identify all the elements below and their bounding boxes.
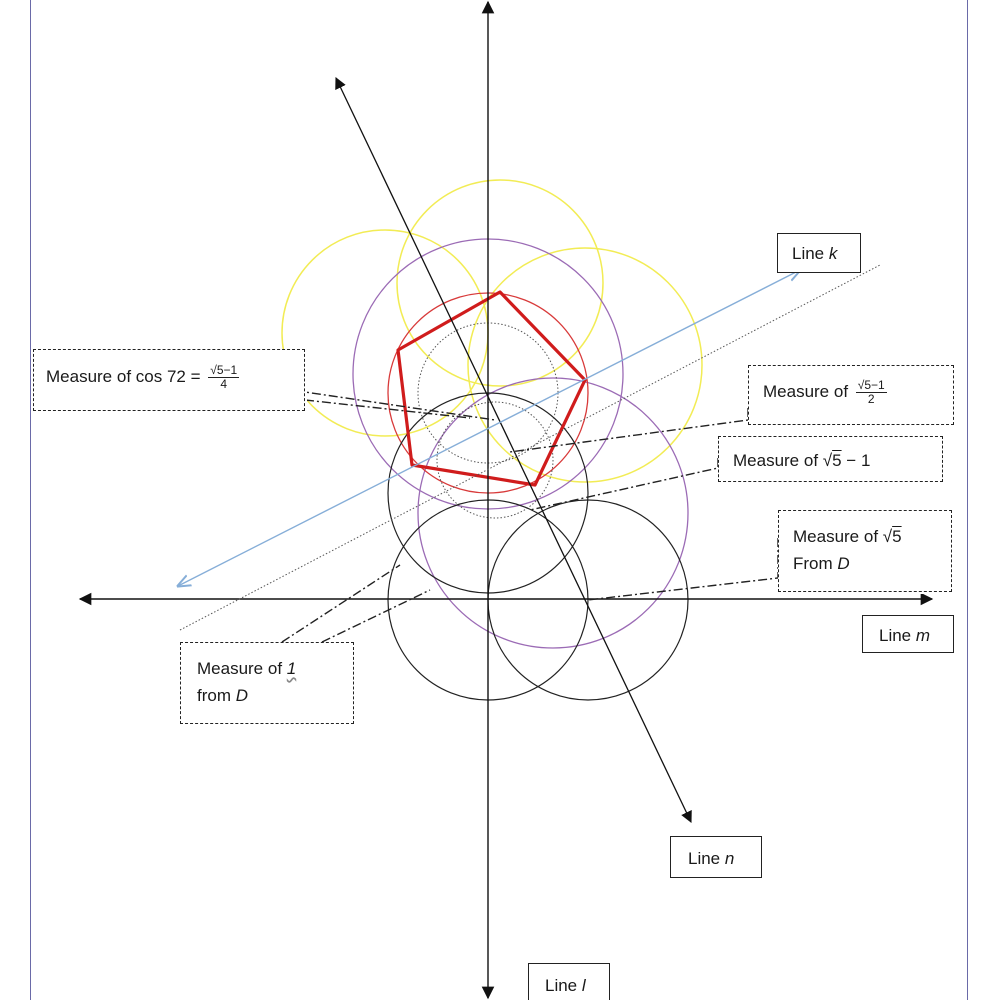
line-n	[335, 76, 692, 824]
sqrt5-minus-1-radical: √	[822, 451, 833, 470]
sqrt5-minus-1-radicand: 5	[832, 451, 842, 470]
one-from-d-line2: from D	[197, 682, 353, 709]
leader-cos72	[304, 382, 496, 421]
leader-one-from-d-b	[321, 589, 431, 643]
cos72-numerator: √5−1	[208, 363, 240, 379]
sqrt5-from-d-from: From	[793, 554, 838, 574]
page-border	[30, 0, 968, 1000]
one-from-d-from: from	[197, 686, 236, 706]
line-l-label-text: Line	[545, 976, 582, 995]
yellow-circle-right	[467, 247, 703, 483]
leader-half-golden	[509, 408, 749, 453]
line-k-label: Line k	[777, 233, 861, 273]
line-n-var: n	[724, 849, 735, 868]
line-k-label-text: Line	[792, 244, 829, 263]
sqrt5-minus-1-tail: − 1	[841, 451, 871, 470]
half-golden-numerator: √5−1	[855, 378, 887, 394]
leader-sqrt5-minus-1	[529, 458, 719, 511]
yellow-circle-top	[396, 179, 604, 387]
sqrt5-from-d-point: D	[837, 554, 850, 574]
one-from-d-point: D	[235, 686, 249, 706]
cos72-text: Measure of cos 72 =	[46, 367, 206, 387]
one-from-d-callout: Measure of 1 from D	[180, 642, 354, 724]
half-golden-denominator: 2	[867, 392, 875, 407]
line-l-var: l	[581, 976, 586, 995]
one-from-d-one: 1	[286, 659, 297, 678]
purple-circle-lower	[417, 377, 689, 649]
one-from-d-text: Measure of	[197, 659, 287, 678]
sqrt5-from-d-radical: √	[882, 527, 893, 546]
line-m-label: Line m	[862, 615, 954, 653]
line-n-label-text: Line	[688, 849, 725, 868]
sqrt5-from-d-callout: Measure of √5 From D	[778, 510, 952, 592]
sqrt5-minus-1-callout: Measure of √5 − 1	[718, 436, 943, 482]
sqrt5-from-d-radicand: 5	[892, 527, 902, 546]
sqrt5-from-d-text: Measure of	[793, 527, 883, 546]
sqrt5-from-d-line1: Measure of √5	[793, 523, 951, 550]
leader-cos72-b	[304, 399, 471, 419]
cos72-denominator: 4	[220, 377, 228, 392]
line-l-label: Line l	[528, 963, 610, 1000]
sqrt5-from-d-line2: From D	[793, 550, 951, 577]
line-m-var: m	[915, 626, 931, 645]
line-n-label: Line n	[670, 836, 762, 878]
one-from-d-line1: Measure of 1	[197, 655, 353, 682]
line-k	[178, 270, 800, 586]
half-golden-text: Measure of	[763, 382, 853, 402]
leader-one-from-d	[281, 564, 401, 643]
line-m-label-text: Line	[879, 626, 916, 645]
sqrt5-minus-1-text: Measure of	[733, 451, 823, 470]
line-k-var: k	[828, 244, 838, 263]
